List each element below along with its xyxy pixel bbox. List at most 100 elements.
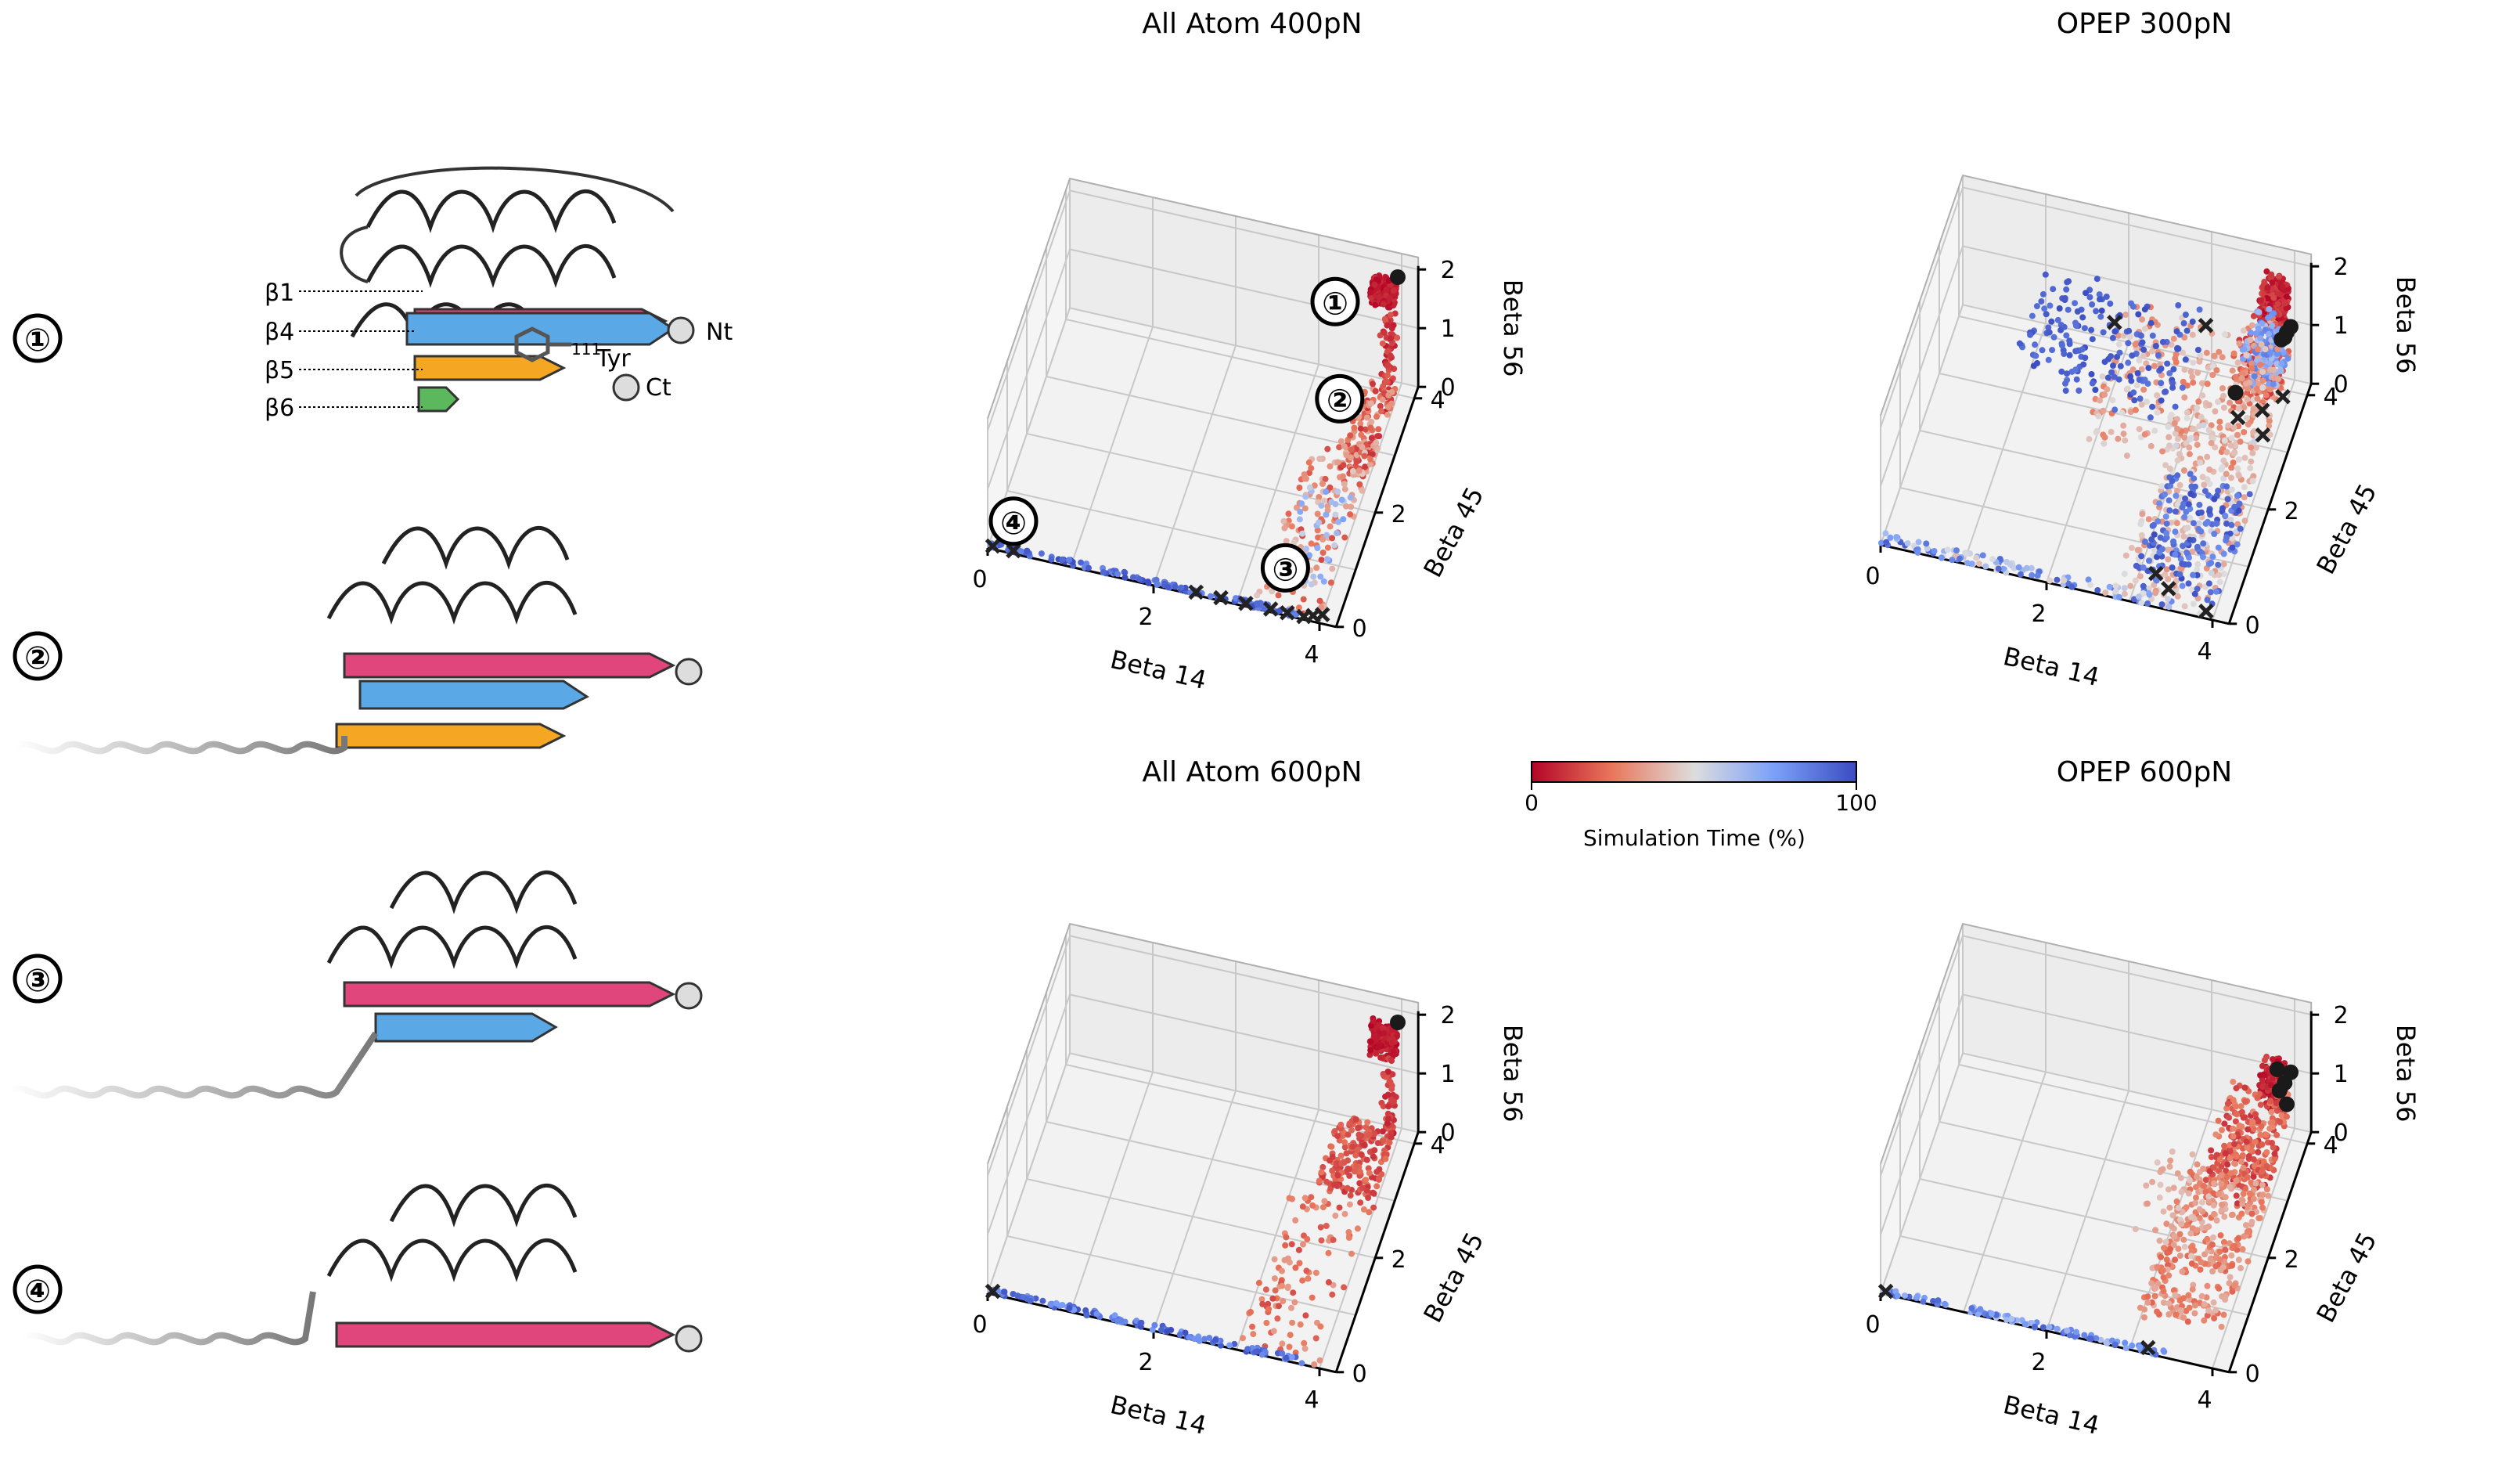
- data-point: [1349, 1143, 1356, 1150]
- data-point: [1250, 1331, 1257, 1338]
- tyr-number-label: 111: [571, 340, 601, 359]
- data-point: [1957, 555, 1963, 562]
- z-tick-label: 1: [2334, 1061, 2349, 1088]
- data-point: [1335, 518, 1342, 525]
- data-point: [2075, 388, 2083, 394]
- data-point: [1334, 530, 1341, 536]
- data-point: [2117, 362, 2124, 370]
- data-point: [1914, 549, 1921, 556]
- data-point: [2021, 1321, 2029, 1328]
- end-point-x: [2161, 581, 2176, 597]
- data-point: [2266, 431, 2273, 438]
- data-point: [2147, 319, 2155, 326]
- data-point: [1391, 1098, 1397, 1105]
- data-point: [2187, 1230, 2194, 1237]
- data-point: [2248, 1142, 2255, 1149]
- data-point: [1374, 433, 1381, 440]
- data-point: [2185, 1292, 2192, 1299]
- end-point-x: [1238, 595, 1254, 611]
- data-point: [2236, 1122, 2243, 1129]
- data-point: [2212, 408, 2219, 415]
- data-point: [2191, 1216, 2198, 1222]
- y-axis-line: [2227, 1131, 2313, 1373]
- data-point: [2157, 1181, 2164, 1188]
- data-point: [2101, 440, 2108, 447]
- data-point: [1366, 1131, 1373, 1138]
- data-point: [1386, 1078, 1393, 1085]
- state-marker-2: ②: [13, 631, 63, 681]
- data-point: [2266, 417, 2273, 424]
- data-point: [2266, 330, 2272, 337]
- data-point: [2168, 341, 2175, 348]
- data-point: [2228, 486, 2235, 493]
- data-point: [1355, 1131, 1363, 1138]
- data-point: [2227, 1274, 2234, 1281]
- data-point: [2215, 487, 2222, 494]
- data-point: [1130, 574, 1136, 581]
- data-point: [1394, 334, 1401, 341]
- z-axis-label: Beta 56: [1498, 1025, 1528, 1123]
- data-point: [2181, 1243, 2188, 1250]
- data-point: [1323, 556, 1330, 563]
- data-point: [2221, 437, 2228, 444]
- data-point: [1292, 1264, 1299, 1271]
- start-point: [2279, 1096, 2295, 1112]
- y-axis-line: [1334, 386, 1420, 628]
- state-annotation: ③: [1260, 543, 1310, 593]
- data-point: [2143, 398, 2150, 406]
- data-point: [1327, 523, 1334, 530]
- data-point: [2192, 1302, 2198, 1309]
- data-point: [2169, 478, 2176, 485]
- data-point: [1931, 548, 1938, 554]
- beta1-label: β1: [265, 279, 294, 307]
- data-point: [2162, 1238, 2169, 1246]
- data-point: [2194, 595, 2201, 602]
- data-point: [2206, 466, 2213, 473]
- data-point: [2275, 273, 2282, 280]
- start-point: [2269, 1062, 2285, 1078]
- data-point: [2038, 298, 2045, 305]
- data-point: [2200, 422, 2207, 429]
- data-point: [1383, 287, 1390, 293]
- data-point: [2134, 546, 2141, 553]
- data-point: [1384, 411, 1391, 418]
- data-point: [1283, 1354, 1290, 1361]
- data-point: [2154, 392, 2161, 398]
- data-point: [2199, 1199, 2205, 1206]
- data-point: [2259, 369, 2266, 375]
- x-axis-label: Beta 14: [2000, 1390, 2102, 1440]
- data-point: [1377, 1054, 1384, 1061]
- z-tick-label: 1: [2334, 312, 2349, 340]
- data-point: [2133, 382, 2140, 389]
- data-point: [1352, 1116, 1359, 1123]
- data-point: [1312, 1269, 1319, 1276]
- data-point: [2140, 564, 2147, 571]
- data-point: [2028, 564, 2035, 571]
- data-point: [2244, 1228, 2251, 1235]
- data-point: [2187, 470, 2194, 478]
- data-point: [2232, 373, 2239, 380]
- helix-ribbon: [326, 870, 578, 969]
- data-point: [2158, 1253, 2165, 1260]
- data-point: [1968, 561, 1975, 568]
- end-point-x: [2275, 388, 2291, 405]
- data-point: [2267, 366, 2273, 373]
- data-point: [2218, 1206, 2225, 1213]
- data-point: [2222, 331, 2229, 338]
- data-point: [2151, 362, 2158, 370]
- data-point: [2273, 351, 2281, 357]
- data-point: [2139, 339, 2146, 346]
- data-point: [2251, 1186, 2257, 1193]
- data-point: [1353, 1163, 1360, 1170]
- data-point: [2274, 345, 2281, 352]
- data-point: [2135, 311, 2142, 318]
- data-point: [2211, 1210, 2217, 1217]
- data-point: [1370, 1153, 1377, 1160]
- data-point: [2087, 1336, 2094, 1343]
- data-point: [2144, 1293, 2151, 1300]
- data-point: [2181, 434, 2188, 441]
- data-point: [1360, 1206, 1367, 1213]
- data-point: [1324, 445, 1331, 452]
- data-point: [1157, 1327, 1165, 1333]
